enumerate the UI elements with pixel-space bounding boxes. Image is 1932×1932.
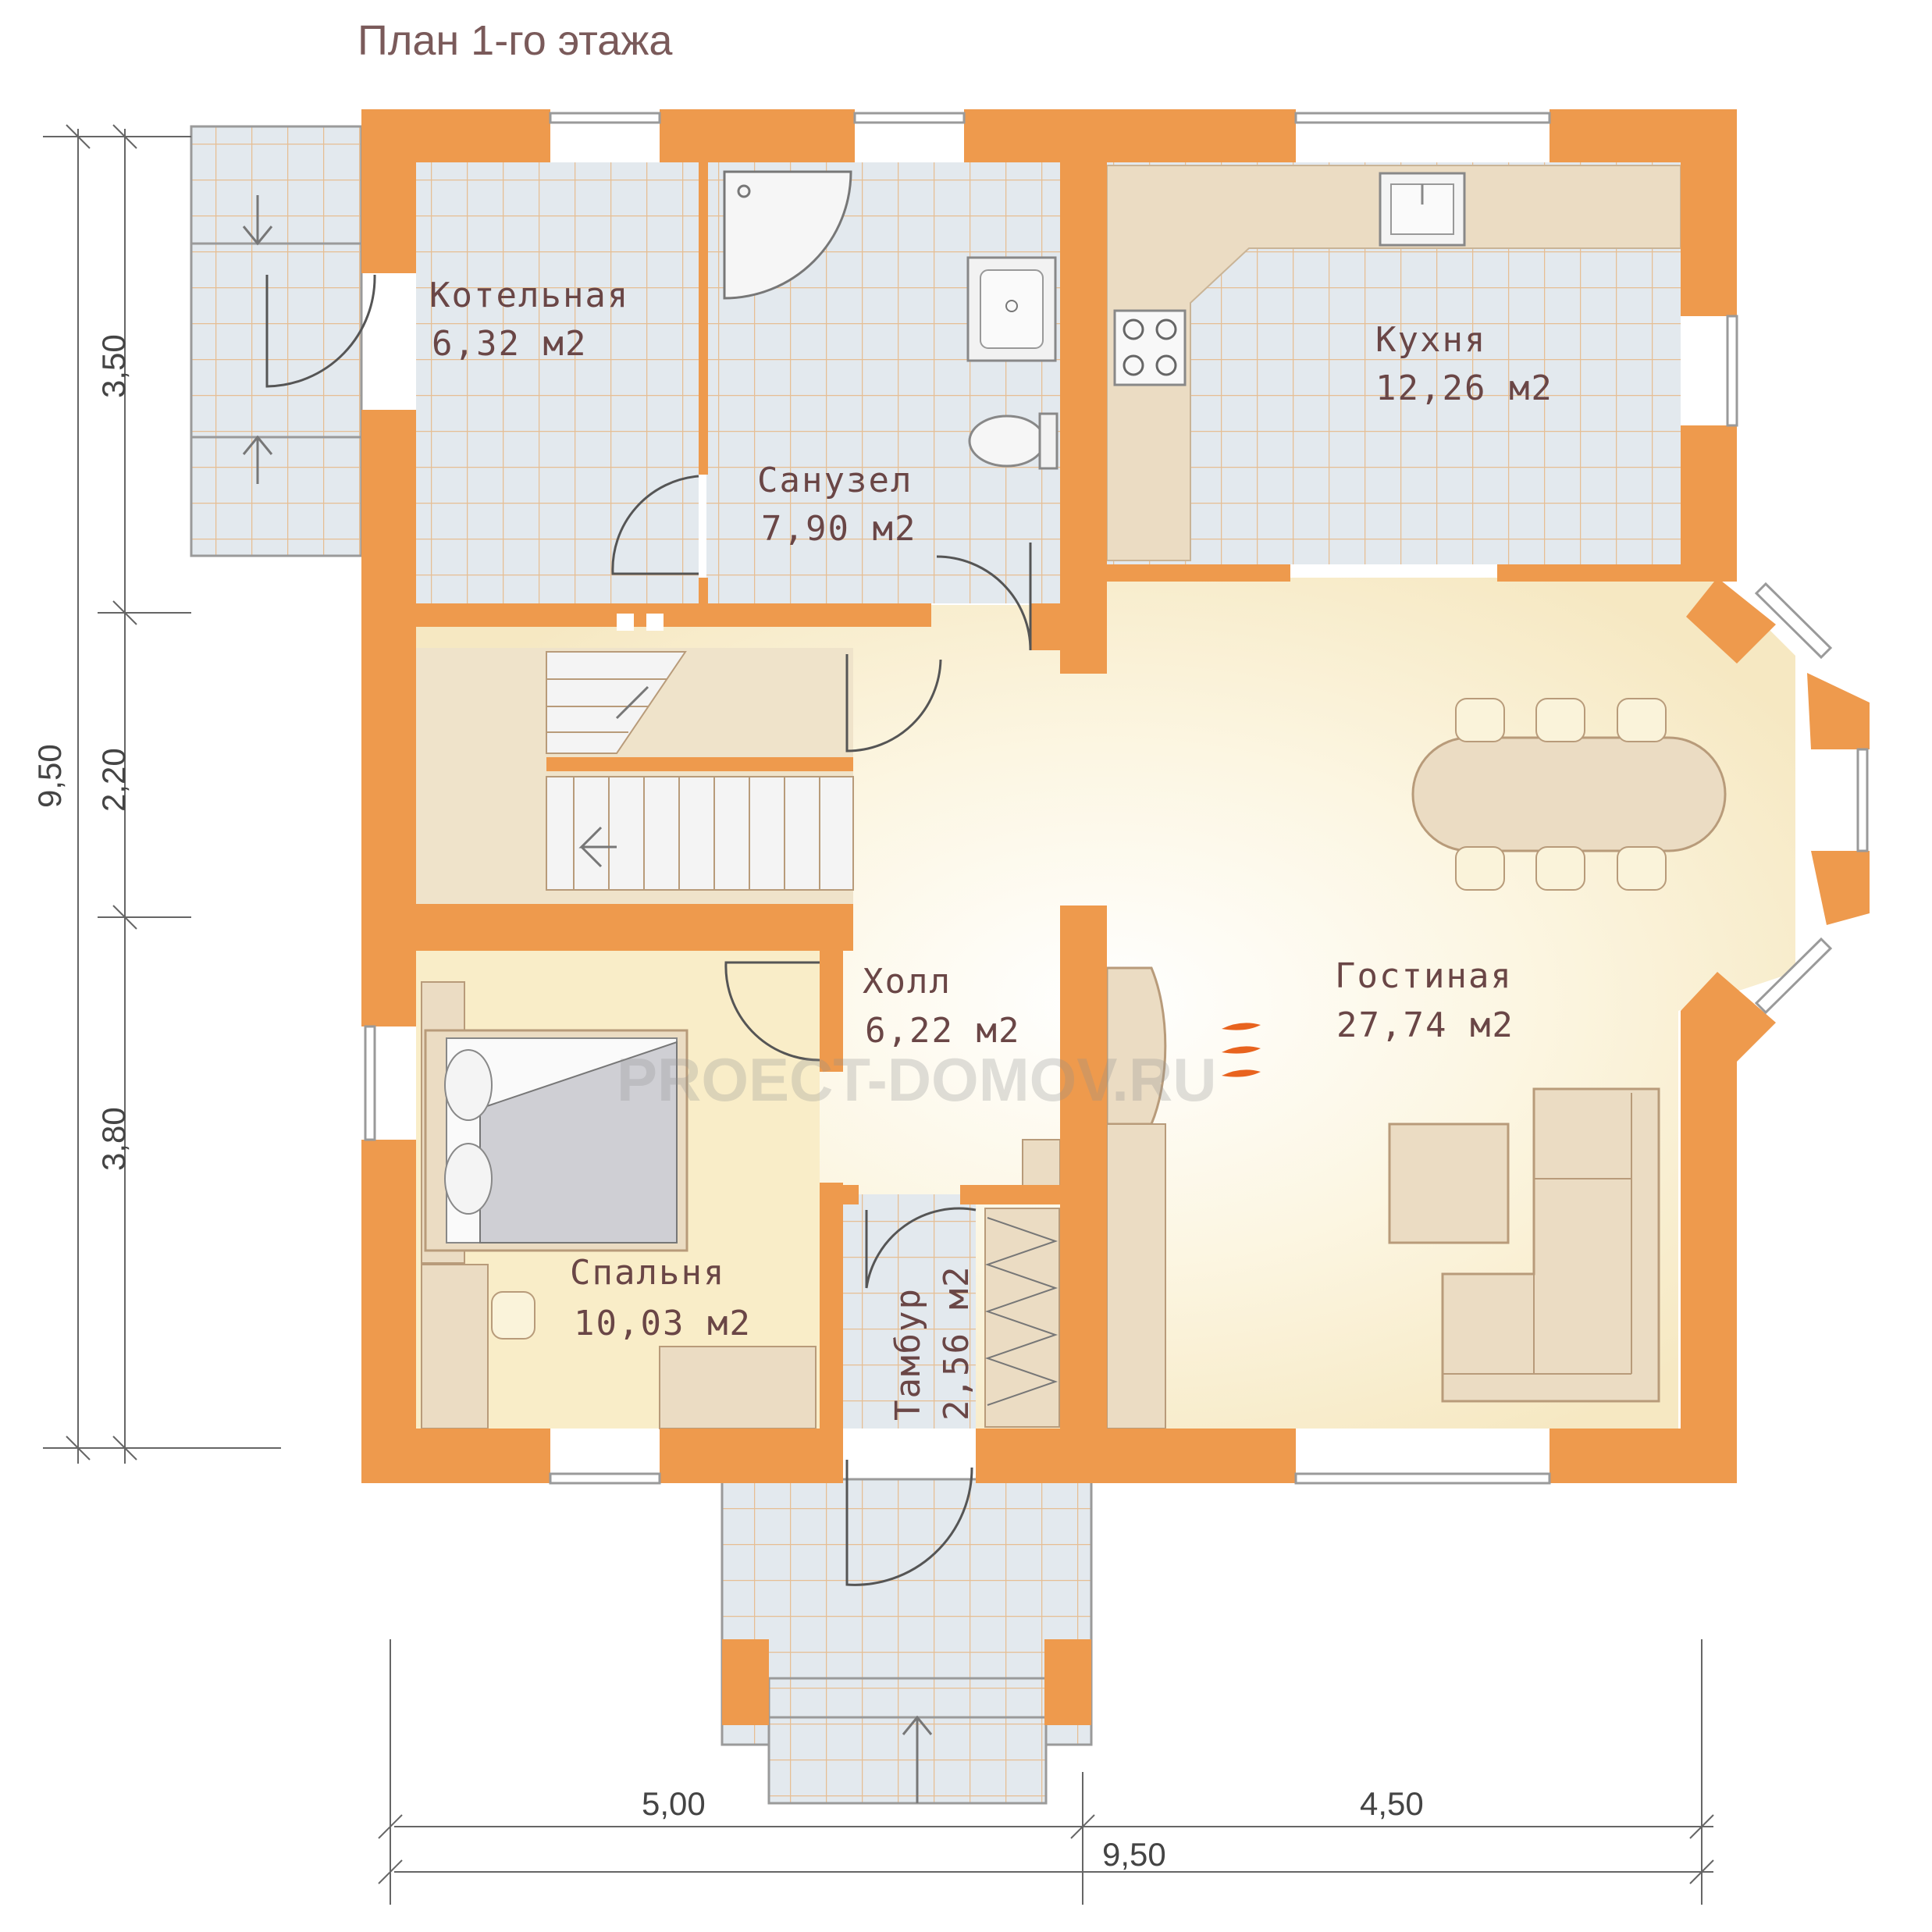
room-hall-name: Холл [863,962,952,1002]
dimension-lines [43,124,1714,1905]
dim-left-bottom: 3,80 [95,1107,132,1171]
side-porch [190,125,363,557]
staircase [546,651,854,891]
wardrobe [984,1139,1061,1428]
room-boiler-name: Котельная [429,276,629,315]
room-boiler-area: 6,32 м2 [432,324,587,364]
vent-right [646,614,664,631]
sofa-set [1388,1087,1660,1403]
room-living-area: 27,74 м2 [1336,1005,1514,1045]
dim-bottom-total: 9,50 [1102,1836,1166,1873]
room-kitchen-name: Кухня [1375,320,1486,360]
room-bedroom-name: Спальня [570,1253,725,1293]
room-kitchen-area: 12,26 м2 [1375,368,1553,408]
kitchen-counter [1106,165,1681,561]
room-hall-area: 6,22 м2 [865,1011,1020,1051]
front-porch [720,1478,1093,1805]
room-vestibule-name: Тамбур [888,1287,928,1421]
room-bath-name: Санузел [757,461,913,500]
bedroom-furniture [421,1264,817,1429]
doors [265,274,1032,1586]
windows [364,112,1869,1485]
dining-set [1411,698,1727,891]
dim-bottom-left: 5,00 [642,1785,706,1822]
dim-bottom-right: 4,50 [1360,1785,1424,1822]
room-bedroom-area: 10,03 м2 [574,1304,752,1343]
walls [361,109,1870,1483]
watermark: PROECT-DOMOV.RU [617,1045,1217,1114]
fireplace [1076,966,1261,1429]
room-vestibule-area: 2,56 м2 [937,1265,977,1421]
room-bath-area: 7,90 м2 [761,509,916,549]
page-title: План 1-го этажа [358,17,673,64]
room-living-name: Гостиная [1335,956,1513,996]
dim-left-top: 3,50 [95,334,132,398]
dim-left-total: 9,50 [31,744,68,808]
bathroom-fixtures [723,170,1059,470]
vent-left [617,614,634,631]
dim-left-mid: 2,20 [95,748,132,812]
bed [421,981,688,1264]
